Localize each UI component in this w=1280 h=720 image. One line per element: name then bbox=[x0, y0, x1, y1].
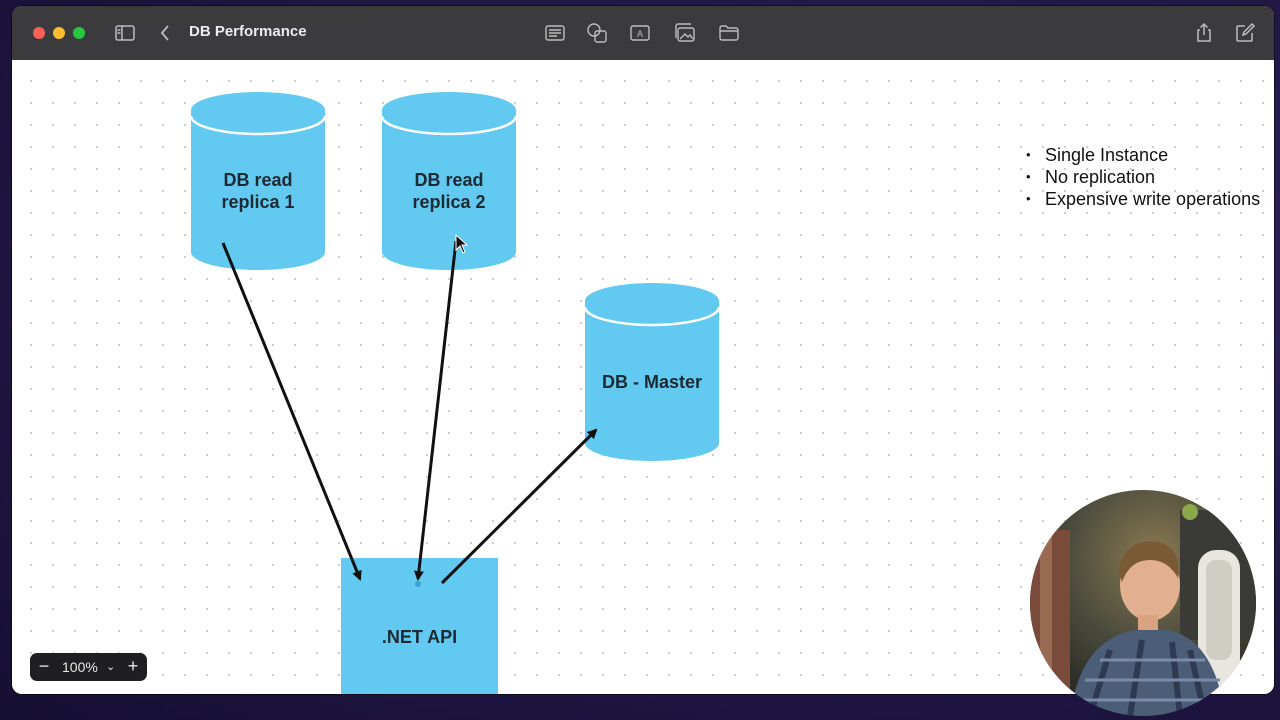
freeform-window: DB Performance A bbox=[12, 6, 1274, 694]
arrow-api-to-master[interactable] bbox=[440, 428, 598, 585]
connection-handle[interactable] bbox=[415, 581, 421, 587]
sidebar-toggle-icon[interactable] bbox=[113, 21, 137, 45]
media-icon[interactable] bbox=[673, 21, 697, 45]
chevron-left-icon[interactable] bbox=[153, 21, 177, 45]
chevron-down-icon[interactable]: ⌄ bbox=[106, 661, 116, 673]
zoom-in-button[interactable]: + bbox=[127, 656, 139, 676]
note-item: Single Instance bbox=[1026, 144, 1260, 166]
list-icon[interactable] bbox=[543, 21, 567, 45]
presenter-webcam bbox=[1030, 490, 1256, 716]
replica-1-label: DB read replica 1 bbox=[221, 170, 295, 212]
replica-2-label: DB read replica 2 bbox=[412, 170, 486, 212]
diagram-svg bbox=[189, 92, 721, 694]
zoom-control: − 100% ⌄ + bbox=[30, 653, 147, 681]
db-read-replica-1-shape[interactable] bbox=[189, 92, 327, 270]
minimize-window-button[interactable] bbox=[53, 27, 65, 39]
db-master-shape[interactable] bbox=[583, 283, 721, 461]
title-bar: DB Performance A bbox=[12, 6, 1274, 61]
mouse-cursor-icon bbox=[455, 233, 469, 254]
db-read-replica-2-shape[interactable] bbox=[380, 92, 518, 270]
compose-icon[interactable] bbox=[1233, 21, 1257, 45]
arrow-replica1-to-api[interactable] bbox=[221, 242, 362, 581]
board-title: DB Performance bbox=[189, 23, 307, 40]
zoom-level[interactable]: 100% bbox=[62, 659, 98, 675]
text-box-icon[interactable]: A bbox=[628, 21, 652, 45]
shapes-icon[interactable] bbox=[585, 21, 609, 45]
svg-text:A: A bbox=[637, 29, 643, 39]
note-item: No replication bbox=[1026, 166, 1260, 188]
folder-icon[interactable] bbox=[717, 21, 741, 45]
note-item: Expensive write operations bbox=[1026, 188, 1260, 210]
close-window-button[interactable] bbox=[33, 27, 45, 39]
master-label: DB - Master bbox=[601, 372, 703, 392]
zoom-out-button[interactable]: − bbox=[38, 656, 50, 676]
api-label: .NET API bbox=[381, 627, 458, 647]
notes-list[interactable]: Single Instance No replication Expensive… bbox=[1026, 144, 1260, 210]
share-icon[interactable] bbox=[1192, 21, 1216, 45]
zoom-window-button[interactable] bbox=[73, 27, 85, 39]
arrow-replica2-to-api[interactable] bbox=[413, 240, 458, 581]
